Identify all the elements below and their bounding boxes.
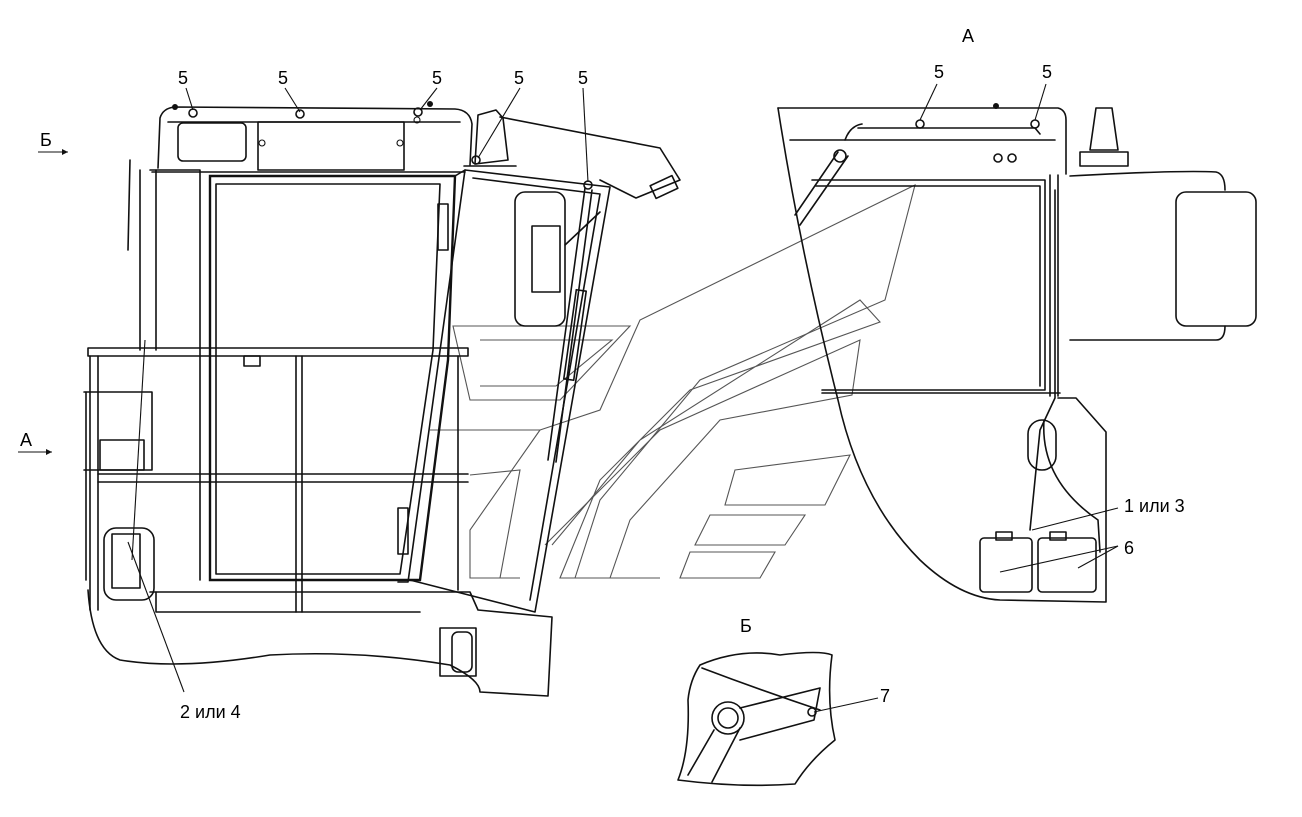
leaders-5-left (185, 87, 589, 183)
view-b-title: Б (740, 616, 752, 636)
callout-5: 5 (578, 68, 588, 88)
arrow-a-label: А (20, 430, 32, 450)
callout-2-or-4: 2 или 4 (180, 702, 241, 722)
cab-side-view (83, 106, 681, 697)
arrow-b-label: Б (40, 130, 52, 150)
cab-rear-view-a (777, 83, 1257, 603)
callout-5: 5 (1042, 62, 1052, 82)
callout-5: 5 (514, 68, 524, 88)
callout-7: 7 (880, 686, 890, 706)
callout-5: 5 (278, 68, 288, 88)
callout-5: 5 (934, 62, 944, 82)
view-a-title: А (962, 26, 974, 46)
callout-6: 6 (1124, 538, 1134, 558)
watermark-logo (430, 183, 916, 579)
view-arrow-b (38, 149, 68, 155)
callout-5: 5 (432, 68, 442, 88)
callout-5: 5 (178, 68, 188, 88)
callout-1-or-3: 1 или 3 (1124, 496, 1185, 516)
fastener-markers-left (172, 101, 593, 190)
view-arrow-a (18, 449, 52, 455)
detail-view-b (677, 651, 879, 787)
